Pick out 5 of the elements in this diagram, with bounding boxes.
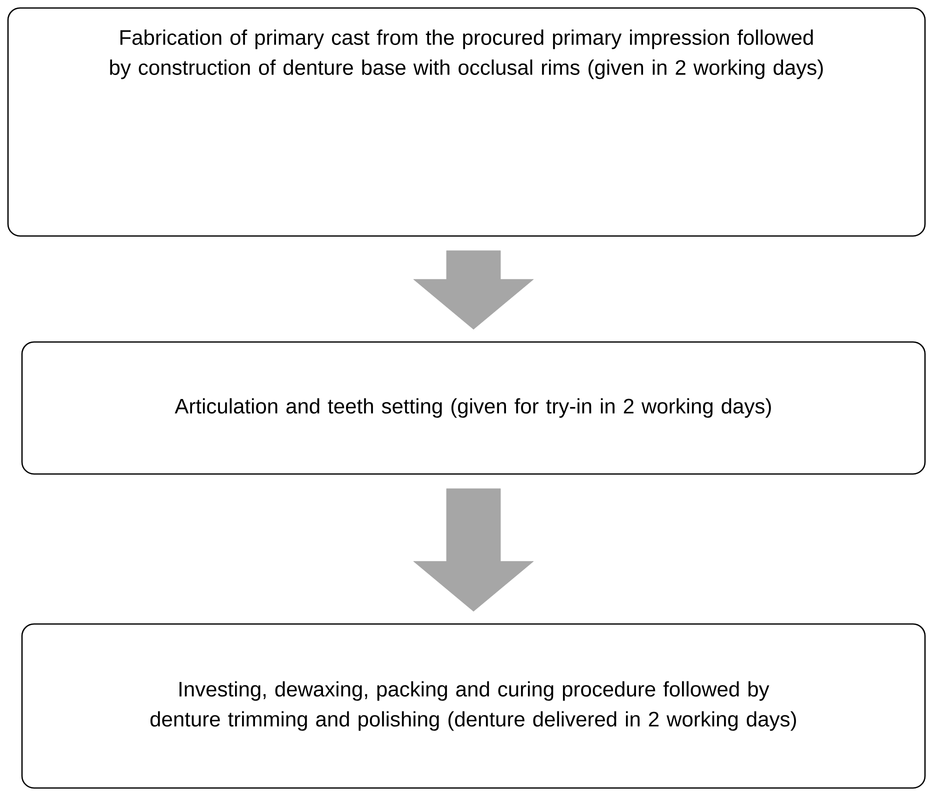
process-box: Investing, dewaxing, packing and curing procedure followed by denture trimming and polishing (denture delivered in 2 working days) [21,623,926,789]
block-arrow [413,250,534,330]
process-box: Articulation and teeth setting (given for try-in in 2 working days) [21,341,926,475]
process-box: Fabrication of primary cast from the procured primary impression followed by construction of denture base with occlusal rims (given in 2 working days) [7,7,926,237]
block-arrow [413,488,534,612]
